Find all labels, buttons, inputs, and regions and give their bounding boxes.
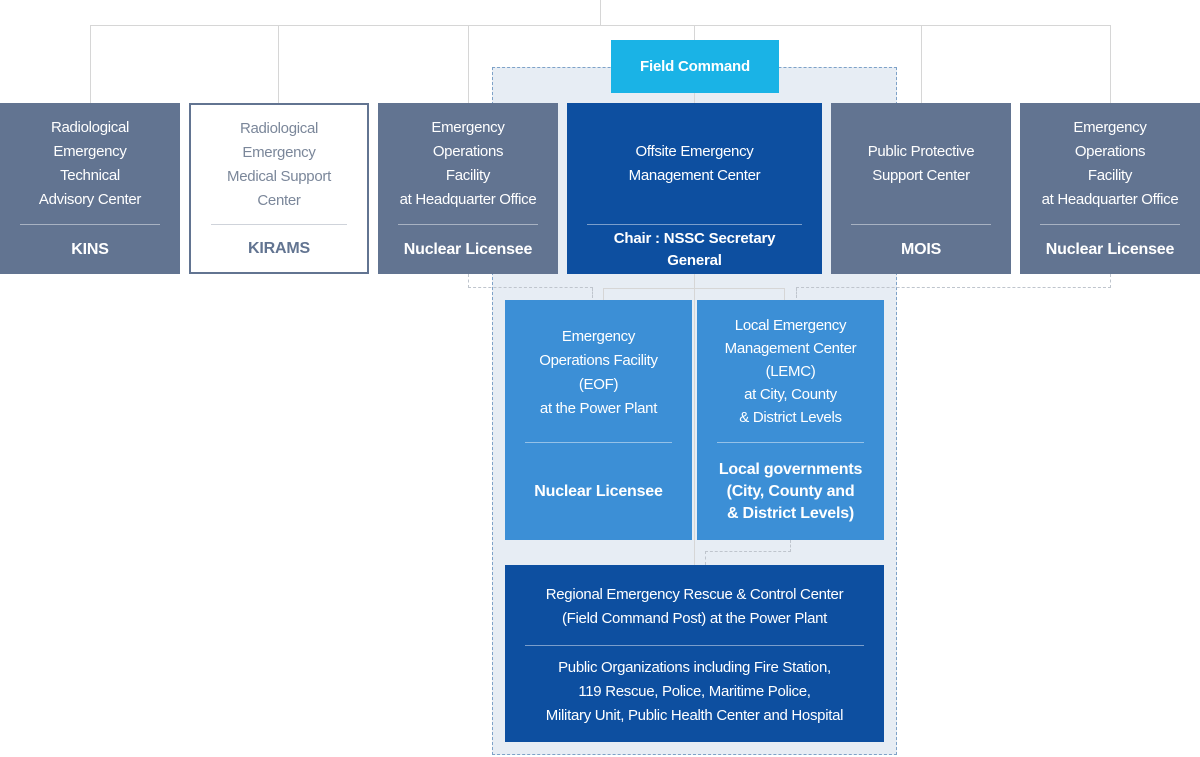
middle-branch-right-line xyxy=(784,288,785,300)
box-kirams: Radiological Emergency Medical Support C… xyxy=(189,103,369,274)
box-oemc-title: Offsite Emergency Management Center xyxy=(628,142,761,184)
box-kirams-org: KIRAMS xyxy=(248,239,310,257)
drop-line-mois xyxy=(921,25,922,103)
divider xyxy=(851,224,991,225)
box-field-command-post: Regional Emergency Rescue & Control Cent… xyxy=(505,565,884,742)
box-lemc-org: Local governments (City, County and & Di… xyxy=(718,460,863,522)
divider xyxy=(525,645,864,646)
box-kins-org: KINS xyxy=(71,240,109,258)
box-lemc: Local Emergency Management Center (LEMC)… xyxy=(697,300,884,540)
box-eof-plant-org: Nuclear Licensee xyxy=(534,482,663,500)
box-eof-hq-left: Emergency Operations Facility at Headqua… xyxy=(378,103,558,274)
divider xyxy=(1040,224,1180,225)
box-field-command-post-org: Public Organizations including Fire Stat… xyxy=(545,659,844,724)
box-oemc: Offsite Emergency Management Center Chai… xyxy=(567,103,822,274)
box-mois-title: Public Protective Support Center xyxy=(867,142,975,184)
box-field-command-post-title: Regional Emergency Rescue & Control Cent… xyxy=(545,586,844,627)
drop-line-eof-hq-right xyxy=(1110,25,1111,103)
field-command-label: Field Command xyxy=(611,40,779,93)
box-eof-plant: Emergency Operations Facility (EOF) at t… xyxy=(505,300,692,540)
divider xyxy=(525,442,672,443)
box-eof-hq-left-title: Emergency Operations Facility at Headqua… xyxy=(399,118,537,208)
box-lemc-title: Local Emergency Management Center (LEMC)… xyxy=(724,316,857,426)
box-mois: Public Protective Support Center MOIS xyxy=(831,103,1011,274)
dashed-connector-lemc-bottom-down xyxy=(705,551,706,565)
box-oemc-org: Chair : NSSC Secretary General xyxy=(613,229,776,269)
middle-branch-left-line xyxy=(603,288,604,300)
divider xyxy=(398,224,538,225)
box-eof-hq-left-org: Nuclear Licensee xyxy=(403,240,533,258)
dashed-connector-left xyxy=(468,274,593,288)
drop-line-kirams xyxy=(278,25,279,103)
drop-line-eof-hq-left xyxy=(468,25,469,103)
top-stem-line xyxy=(600,0,601,25)
box-kirams-title: Radiological Emergency Medical Support C… xyxy=(227,119,331,209)
dashed-connector-right xyxy=(796,274,1111,288)
box-kins-title: Radiological Emergency Technical Advisor… xyxy=(38,118,142,208)
divider xyxy=(717,442,864,443)
box-kins: Radiological Emergency Technical Advisor… xyxy=(0,103,180,274)
box-mois-org: MOIS xyxy=(900,240,942,258)
divider xyxy=(587,224,802,225)
box-eof-hq-right-title: Emergency Operations Facility at Headqua… xyxy=(1041,118,1179,208)
dashed-connector-lemc-bottom xyxy=(705,540,791,552)
box-eof-hq-right-org: Nuclear Licensee xyxy=(1045,240,1175,258)
box-eof-hq-right: Emergency Operations Facility at Headqua… xyxy=(1020,103,1200,274)
dashed-connector-left-up xyxy=(592,288,593,298)
center-spine-line xyxy=(694,274,695,566)
divider xyxy=(211,224,347,225)
dashed-connector-right-up xyxy=(796,288,797,298)
box-eof-plant-title: Emergency Operations Facility (EOF) at t… xyxy=(539,328,658,417)
top-bus-line xyxy=(90,25,1111,26)
drop-line-kins xyxy=(90,25,91,103)
divider xyxy=(20,224,160,225)
middle-branch-line xyxy=(603,288,785,289)
